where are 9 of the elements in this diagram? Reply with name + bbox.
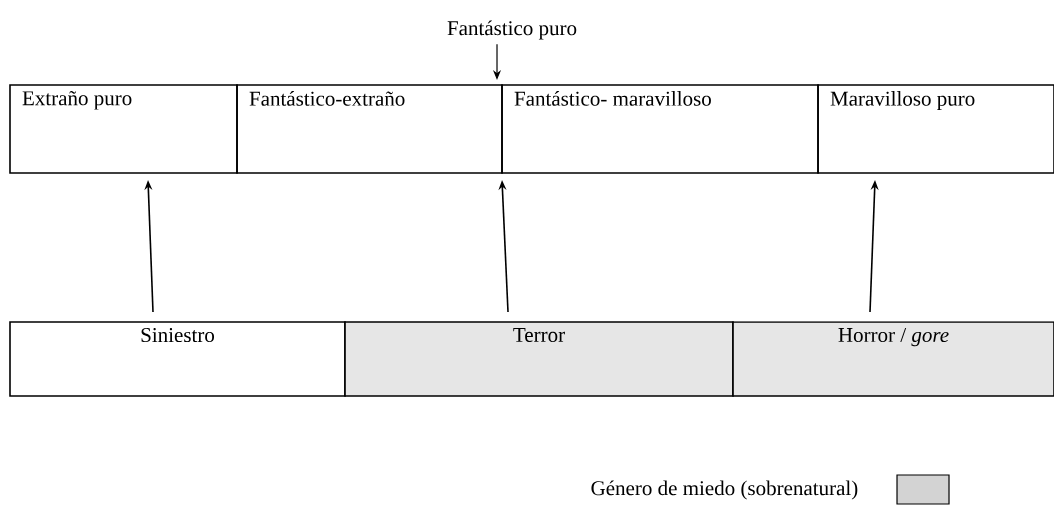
category-box: Maravilloso puro [817,84,1054,174]
category-box: Horror / gore [732,321,1054,397]
category-box: Fantástico-extraño [236,84,503,174]
category-box: Fantástico- maravilloso [501,84,819,174]
category-box: Terror [344,321,734,397]
label-text: Fantástico puro [447,20,577,40]
legend-text: Género de miedo (sobrenatural) [591,480,858,500]
category-box: Extraño puro [9,84,238,174]
category-box: Siniestro [9,321,346,397]
